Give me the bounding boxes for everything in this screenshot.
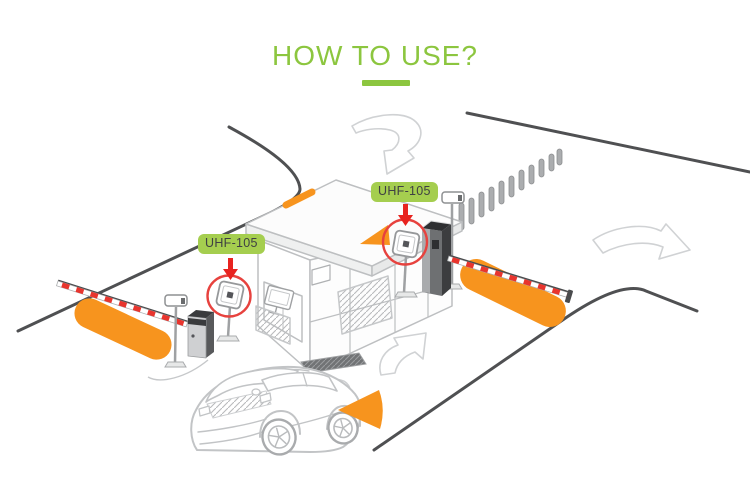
rfid-reader-right	[391, 229, 421, 298]
title-underline	[362, 80, 410, 86]
car	[190, 365, 362, 456]
page-title: HOW TO USE?	[271, 40, 478, 71]
front-wheel	[327, 411, 359, 445]
exit-lane-equipment	[381, 191, 573, 304]
ground-loop-exit	[460, 259, 566, 327]
booth-monitor	[263, 284, 295, 316]
arrow-exit-right-icon	[592, 223, 691, 260]
bollard-fence	[458, 148, 563, 231]
entrance-barrier-machine	[187, 310, 214, 359]
exit-barrier-arm	[447, 254, 573, 304]
rfid-beam-cone	[338, 390, 383, 429]
entrance-lane-equipment	[55, 274, 252, 368]
arrow-turn-in-icon	[351, 113, 422, 175]
pointer-arrows	[223, 204, 413, 280]
uhf-105-label-right: UHF-105	[371, 182, 438, 202]
arrow-lane-forward-icon	[379, 332, 427, 376]
entrance-barrier-arm	[55, 279, 189, 328]
rear-wheel	[261, 418, 297, 456]
traffic-arrow-icon	[351, 113, 691, 376]
uhf-105-label-left: UHF-105	[198, 234, 265, 254]
ground-loop-entrance	[74, 298, 172, 360]
security-camera-left	[164, 294, 188, 368]
down-arrow-icon	[223, 258, 238, 280]
ticket-kiosk-right	[421, 220, 452, 296]
down-arrow-icon	[398, 204, 413, 226]
rfid-reader-left	[215, 280, 245, 342]
